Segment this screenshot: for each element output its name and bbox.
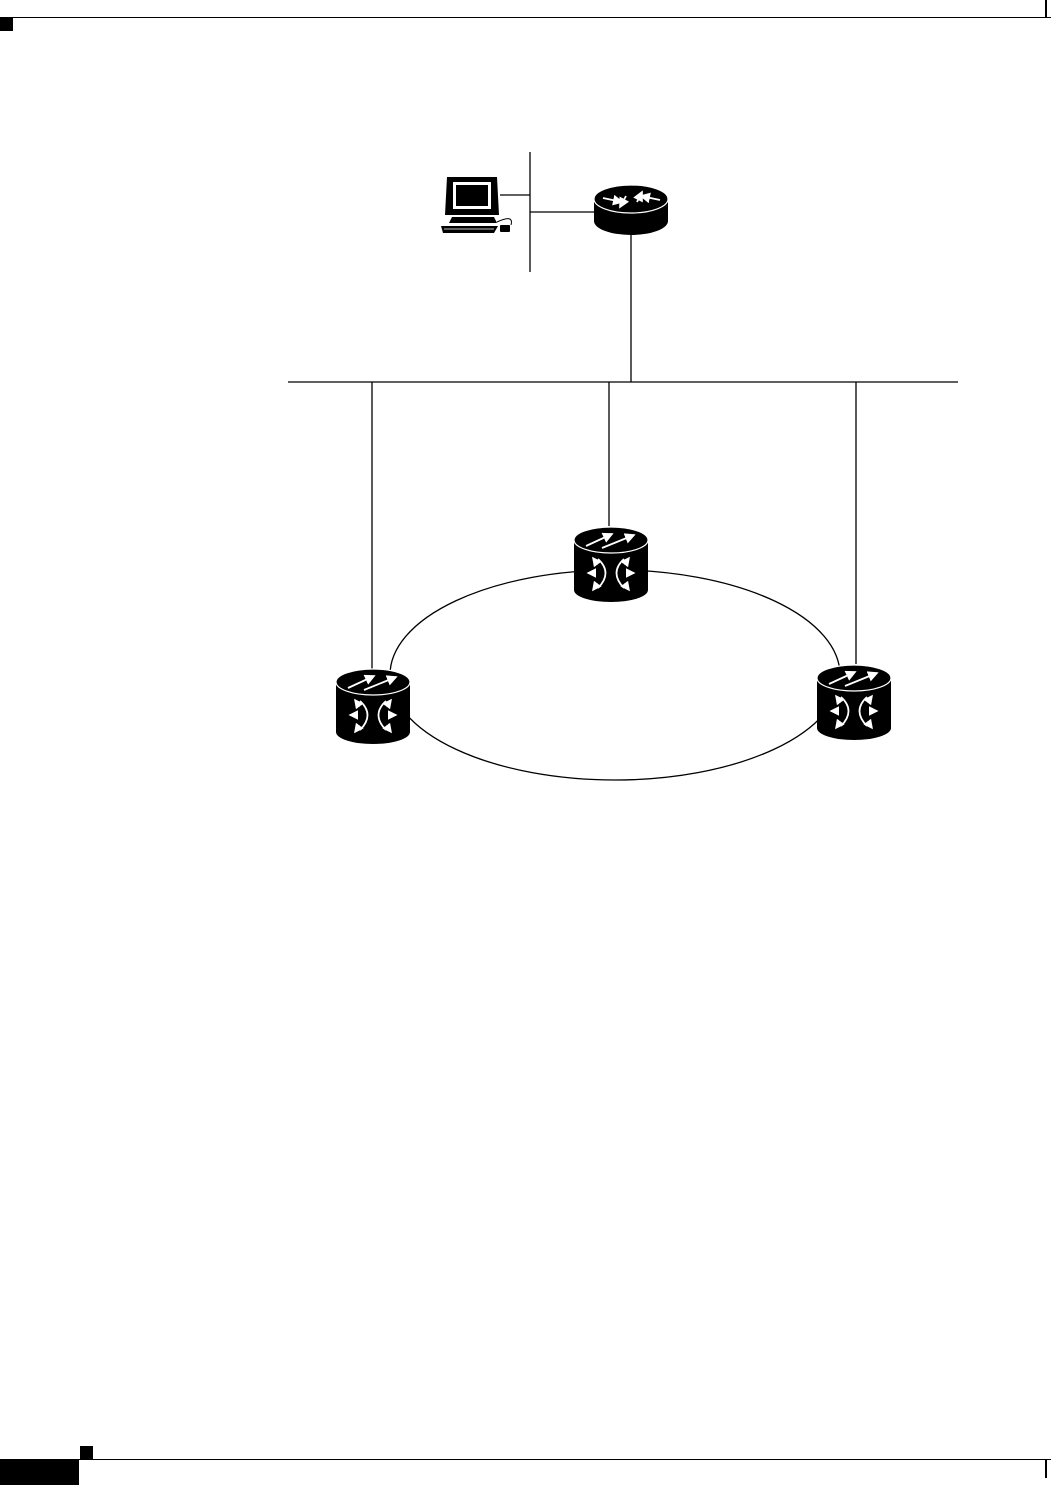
ons-node-top [574,527,648,602]
footer-right-tick [1045,1460,1047,1478]
footer-rule [0,1459,1051,1460]
optical-switch-icon [817,665,891,740]
optical-switch-icon [574,527,648,602]
ons-node-right [817,665,891,740]
optical-switch-icon [336,669,410,744]
router-icon [594,185,668,235]
page-number-tab [0,1460,79,1485]
footer-marker [80,1446,93,1459]
ons-node-left [336,669,410,744]
workstation-icon [441,177,511,233]
